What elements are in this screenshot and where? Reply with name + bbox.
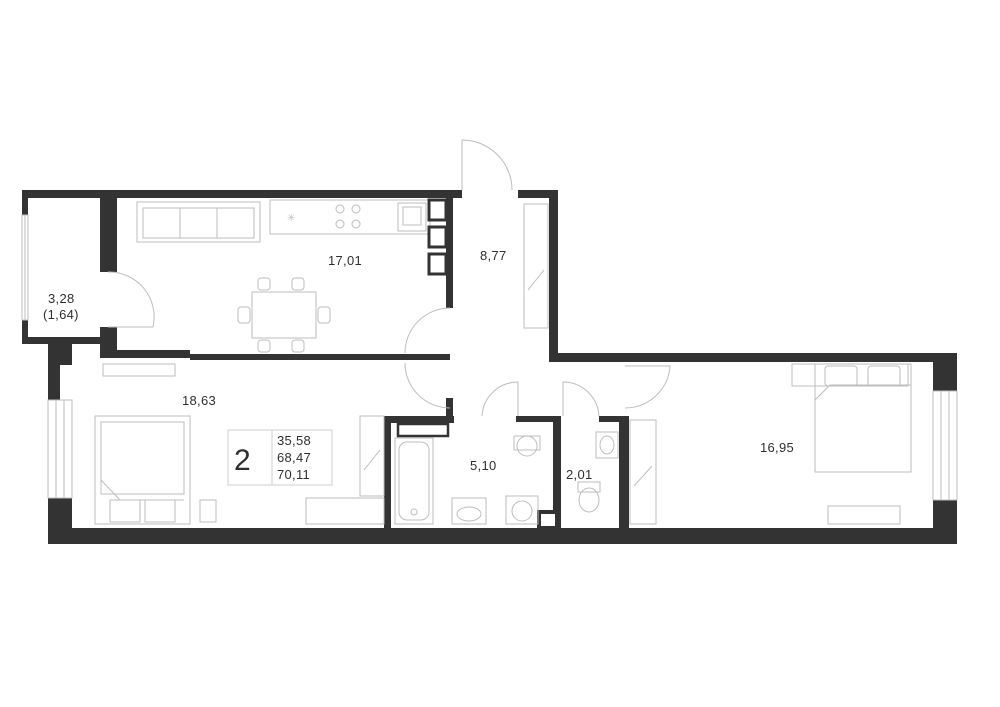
living-window <box>47 399 73 499</box>
hallway-area-label: 8,77 <box>480 248 507 263</box>
sofa-icon <box>136 201 261 243</box>
total-area-value: 68,47 <box>277 450 311 465</box>
kitchen-area-label: 17,01 <box>328 253 362 268</box>
kitchen-counter-icon: ✳ <box>269 199 431 235</box>
balcony-reduced-label: (1,64) <box>43 307 79 322</box>
vent-shaft <box>537 510 559 530</box>
entrance-door-icon <box>461 139 513 191</box>
corridor-right-wall <box>549 190 558 360</box>
corridor-top-right <box>518 190 558 198</box>
fridge-icon <box>427 198 448 276</box>
bathtub-icon <box>394 437 434 525</box>
bedroom-window <box>932 390 958 501</box>
kitchen-wall-top <box>22 190 462 198</box>
bedroom-right-wall-lower <box>933 500 957 544</box>
kitchen-living-wall-b <box>190 354 450 360</box>
living-area-value: 35,58 <box>277 433 311 448</box>
living-door-icon <box>404 362 451 409</box>
toilet-right-wall <box>619 416 629 530</box>
furniture: ✳ <box>94 198 912 525</box>
bathroom-top-wall <box>384 416 454 423</box>
svg-text:✳: ✳ <box>287 213 295 224</box>
bath-shaft-icon <box>396 422 450 438</box>
bath-toilet-wall <box>553 416 561 530</box>
wc-toilet-icon <box>577 481 601 513</box>
kitchen-door-icon <box>404 307 451 354</box>
living-bed-icon <box>94 415 217 525</box>
summary-box <box>227 429 333 486</box>
kitchen-right-wall <box>446 190 453 308</box>
toilet-area-label: 2,01 <box>566 467 593 482</box>
room-labels: 3,28 (1,64) 17,01 8,77 18,63 5,10 2,01 1… <box>43 248 794 482</box>
balcony-kitchen-wall <box>100 190 117 272</box>
bedroom-top-wall <box>549 353 957 362</box>
bedroom-right-wall-upper <box>933 353 957 391</box>
toilet-door-icon <box>562 381 600 417</box>
bathroom-top-wall-right <box>516 416 560 422</box>
outer-wall-bottom <box>48 528 957 544</box>
doors <box>107 139 671 417</box>
kitchen-living-wall-a <box>100 350 190 358</box>
balcony-area-label: 3,28 <box>48 291 75 306</box>
wc-sink-icon <box>595 431 619 459</box>
total-with-balcony-value: 70,11 <box>277 467 310 482</box>
wardrobe-icon <box>305 415 385 525</box>
walls <box>22 190 957 544</box>
double-bed-icon <box>791 363 912 525</box>
windows <box>21 214 958 501</box>
bathroom-sink-icon <box>451 497 487 525</box>
tv-stand-icon <box>102 363 176 377</box>
washing-machine-icon <box>505 495 539 525</box>
bathroom-left-wall <box>384 416 391 530</box>
rooms-count: 2 <box>234 444 251 477</box>
bathroom-door-icon <box>481 381 519 417</box>
balcony-kitchen-wall-lower <box>100 327 117 357</box>
outer-wall-left-corner <box>55 340 72 365</box>
balcony-wall-bottom <box>22 337 102 344</box>
dining-table-icon <box>237 277 331 353</box>
bathroom-area-label: 5,10 <box>470 458 497 473</box>
bath-toilet-icon <box>513 435 541 457</box>
balcony-door-icon <box>107 271 155 328</box>
outer-wall-left-lower <box>48 498 72 544</box>
bedroom-wardrobe-icon <box>629 419 657 525</box>
hall-wardrobe-icon <box>523 203 549 329</box>
bedroom-area-label: 16,95 <box>760 440 794 455</box>
apartment-summary: 2 35,58 68,47 70,11 <box>227 429 333 486</box>
living-area-label: 18,63 <box>182 393 216 408</box>
bedroom-door-icon <box>624 365 671 409</box>
toilet-top-wall <box>599 416 629 422</box>
